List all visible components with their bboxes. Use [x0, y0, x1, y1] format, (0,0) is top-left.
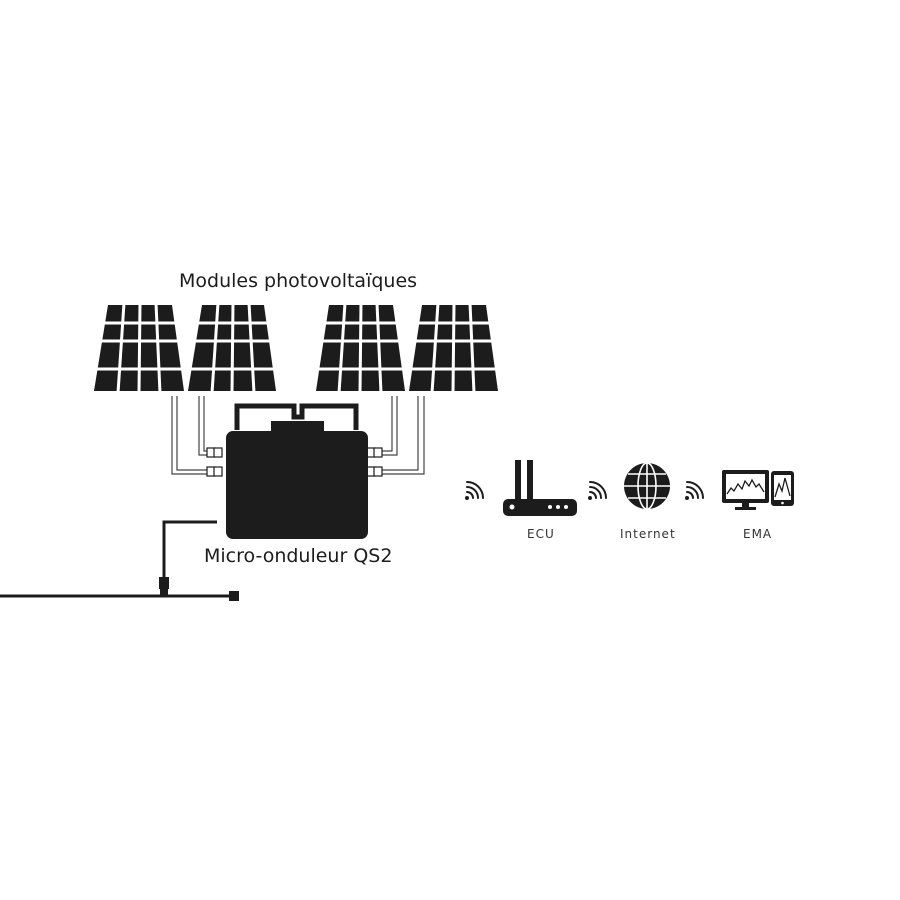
solar-panel-icon: [94, 302, 184, 394]
wifi-signal-icon: [588, 481, 607, 500]
ema-label: EMA: [743, 527, 773, 541]
wifi-signal-icon: [685, 481, 704, 500]
monitor-chart-icon: [722, 470, 769, 510]
micro-inverter-icon: [226, 403, 368, 539]
ac-trunk-cable: [0, 520, 239, 601]
modules-label: Modules photovoltaïques: [179, 270, 418, 292]
inverter-label: Micro-onduleur QS2: [204, 545, 393, 567]
smartphone-icon: [771, 471, 794, 506]
solar-panel-icon: [409, 302, 498, 394]
ecu-label: ECU: [527, 527, 555, 541]
internet-label: Internet: [620, 527, 676, 541]
dc-connector: [206, 447, 383, 477]
solar-panel-icon: [188, 302, 276, 394]
solar-panel-icon: [316, 302, 405, 394]
wifi-signal-icon: [465, 481, 484, 500]
router-icon: [503, 460, 577, 516]
globe-icon: [624, 462, 670, 510]
